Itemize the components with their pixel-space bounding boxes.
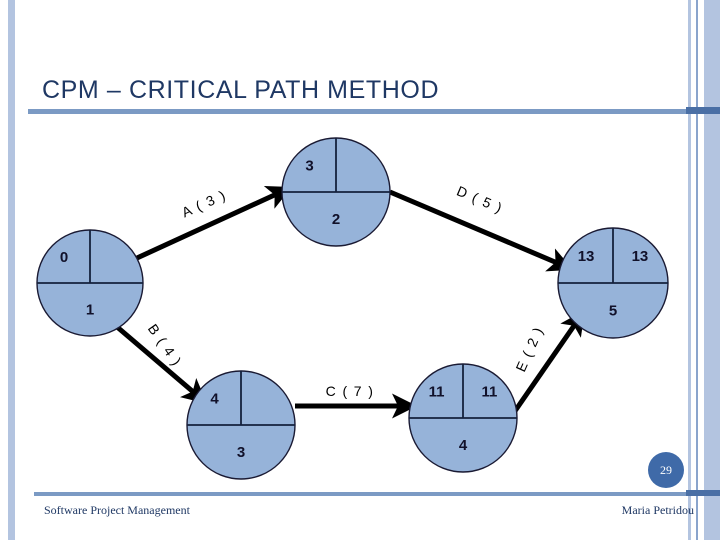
edge-label-C: C ( 7 ) xyxy=(326,383,375,399)
title-underline xyxy=(28,109,704,114)
node-n5: 11 11 4 xyxy=(408,363,518,473)
node-n5-top-left: 11 xyxy=(429,384,445,401)
footer-right-text: Maria Petridou xyxy=(621,503,694,517)
footer-rule-cap xyxy=(686,490,720,496)
left-decorative-bar xyxy=(8,0,15,540)
edge-B xyxy=(114,324,208,404)
node-n3-top-right: 13 xyxy=(632,248,649,265)
edge-E xyxy=(512,310,585,413)
edge-label-A: A ( 3 ) xyxy=(179,187,229,221)
edge-label-B: B ( 4 ) xyxy=(145,321,186,369)
node-n3-bottom: 5 xyxy=(609,303,617,320)
node-n5-top-right: 11 xyxy=(482,384,498,401)
edge-A xyxy=(135,186,292,261)
node-n4: 43 xyxy=(186,370,296,480)
node-n3-top-left: 13 xyxy=(578,248,595,265)
node-n1-bottom: 1 xyxy=(86,302,94,319)
node-n1: 01 xyxy=(36,229,144,337)
edge-D xyxy=(389,189,574,272)
node-n5-bottom: 4 xyxy=(459,437,468,454)
node-n4-top-left: 4 xyxy=(210,391,219,408)
page-number-badge: 29 xyxy=(648,452,684,488)
footer-left-text: Software Project Management xyxy=(44,503,190,517)
node-n2: 32 xyxy=(281,137,391,247)
right-decorative-line-a xyxy=(688,0,691,540)
node-n4-bottom: 3 xyxy=(237,444,245,461)
edges-layer xyxy=(114,186,585,419)
edge-label-D: D ( 5 ) xyxy=(454,183,505,217)
footer-rule xyxy=(34,492,694,496)
edge-label-E: E ( 2 ) xyxy=(512,324,546,374)
node-n2-top-left: 3 xyxy=(305,158,313,175)
right-decorative-bar xyxy=(704,0,720,540)
page-title: CPM – CRITICAL PATH METHOD xyxy=(42,76,440,104)
node-n3: 13 13 5 xyxy=(557,227,669,339)
title-underline-cap xyxy=(686,107,720,114)
node-n2-bottom: 2 xyxy=(332,211,340,228)
right-decorative-line-b xyxy=(696,0,698,540)
node-n1-top-left: 0 xyxy=(60,249,68,266)
